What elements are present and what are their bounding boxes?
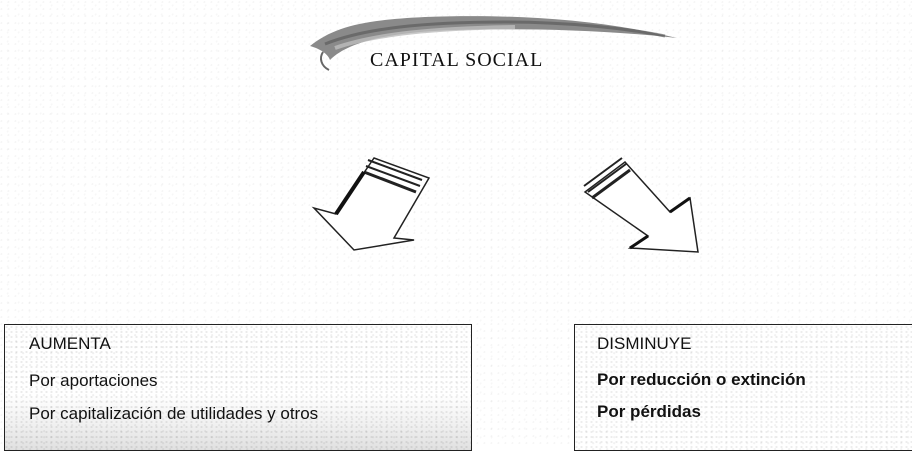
disminuye-item: Por reducción o extinción — [597, 370, 806, 389]
aumenta-heading: AUMENTA — [29, 334, 111, 353]
brush-swoosh-icon — [310, 16, 677, 71]
aumenta-item: Por capitalización de utilidades y otros — [29, 404, 319, 423]
aumenta-item: Por aportaciones — [29, 371, 158, 390]
aumenta-box: AUMENTA Por aportaciones Por capitalizac… — [4, 324, 472, 451]
box-texture — [575, 325, 912, 450]
box-texture — [5, 325, 471, 450]
diagram-title: CAPITAL SOCIAL — [370, 49, 544, 71]
disminuye-item: Por pérdidas — [597, 402, 701, 421]
arrow-down-right-icon — [583, 157, 699, 253]
disminuye-heading: DISMINUYE — [597, 334, 692, 353]
disminuye-box: DISMINUYE Por reducción o extinción Por … — [574, 324, 912, 451]
arrow-down-left-icon — [311, 157, 431, 251]
